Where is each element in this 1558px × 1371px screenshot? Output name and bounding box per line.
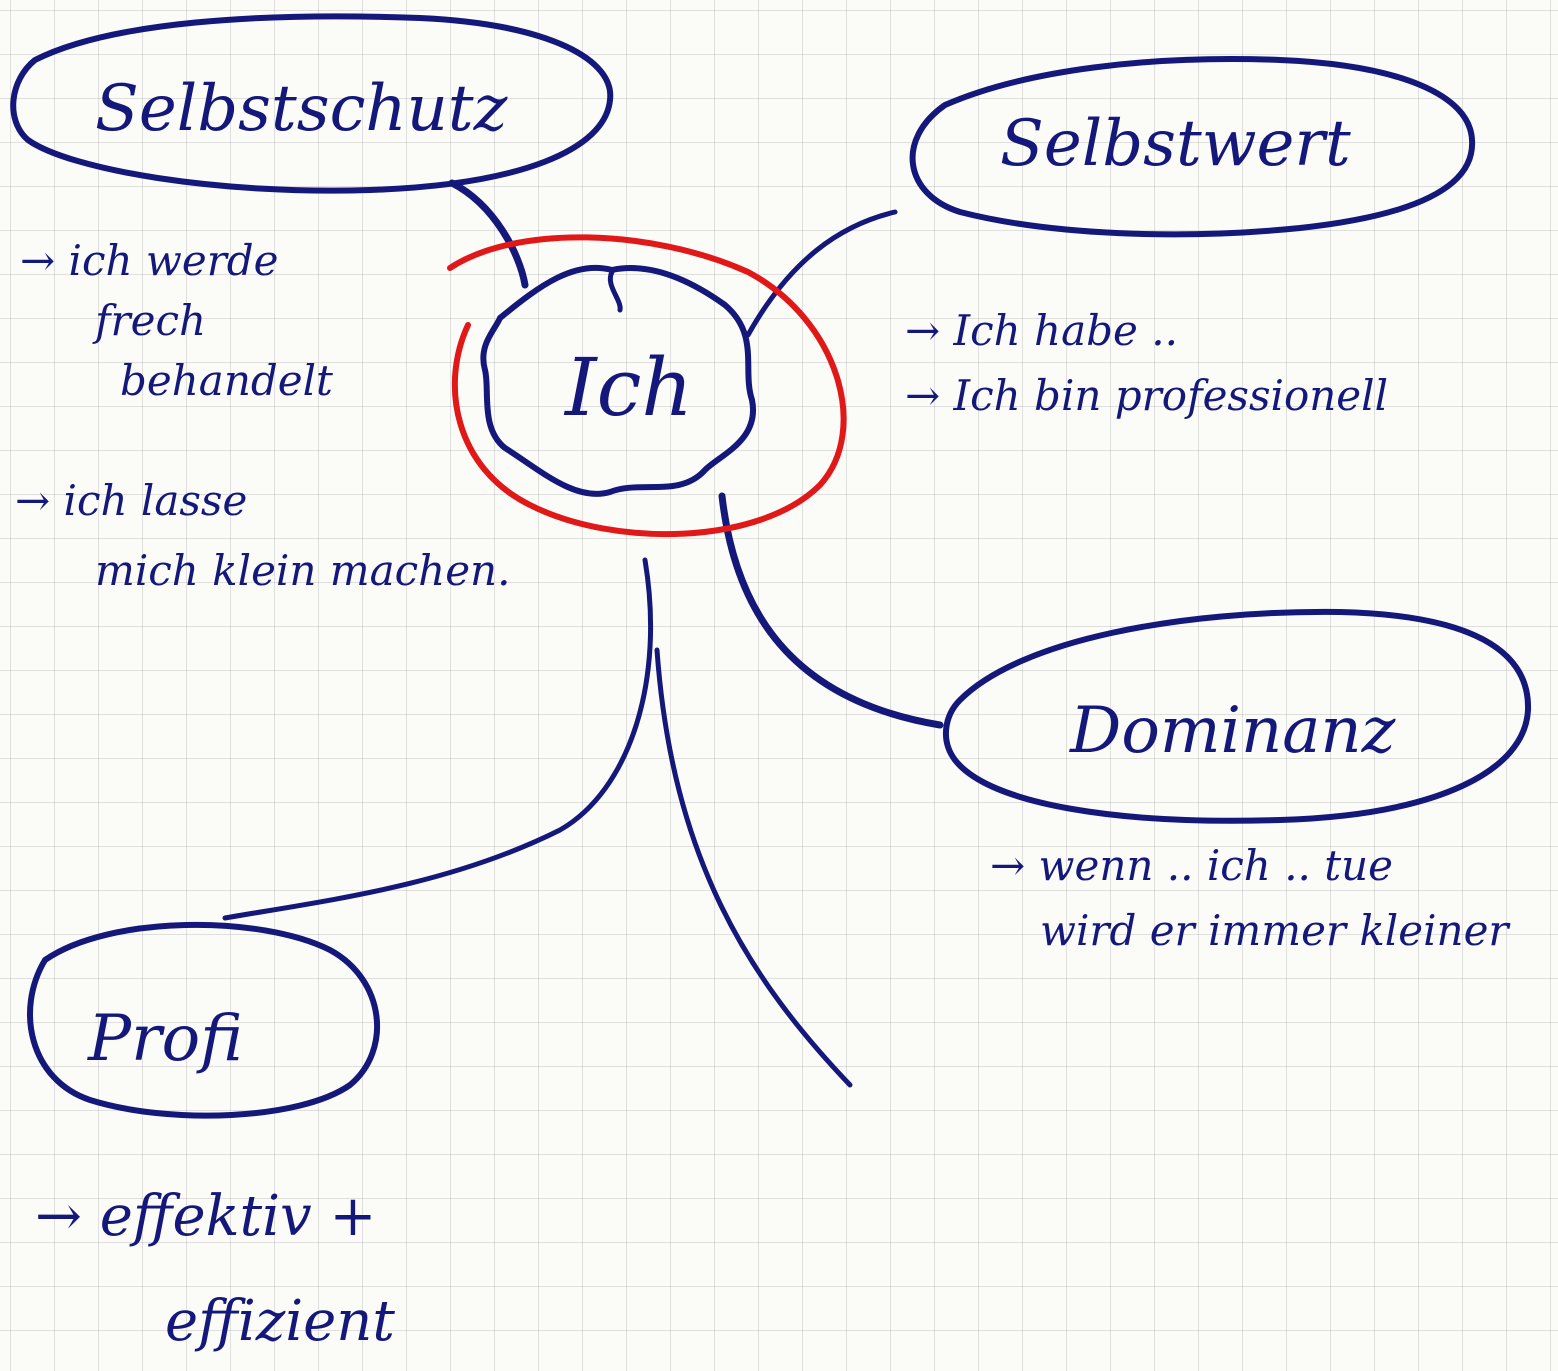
note-selbstschutz-3: behandelt	[120, 356, 333, 405]
center-blob	[480, 264, 757, 497]
connector-profi	[222, 557, 654, 921]
node-ellipse-selbstschutz	[10, 13, 614, 194]
connector-open-branch	[654, 647, 853, 1088]
center-label: Ich	[563, 341, 693, 434]
connector-dominanz	[718, 492, 944, 729]
note-selbstwert-2: → Ich bin professionell	[905, 371, 1388, 420]
node-ellipse-selbstwert	[909, 56, 1476, 238]
node-ellipse-dominanz	[942, 608, 1532, 824]
note-selbstschutz-2: frech	[92, 296, 206, 345]
note-selbstwert-1: → Ich habe ..	[905, 306, 1178, 355]
connector-selbstschutz	[448, 179, 529, 289]
center-blob-stroke	[607, 269, 623, 313]
red-highlight-circle	[447, 234, 847, 538]
note-selbstschutz-4: → ich lasse	[15, 476, 247, 525]
node-label-profi: Profi	[87, 1002, 243, 1076]
note-profi-2: effizient	[165, 1289, 395, 1354]
node-label-selbstschutz: Selbstschutz	[95, 72, 509, 146]
note-dominanz-2: wird er immer kleiner	[1040, 906, 1511, 955]
note-selbstschutz-5: mich klein machen.	[95, 546, 510, 595]
connector-selbstwert	[745, 209, 898, 338]
node-label-selbstwert: Selbstwert	[1000, 107, 1351, 181]
note-selbstschutz-1: → ich werde	[20, 236, 279, 285]
note-profi-1: → effektiv +	[35, 1184, 376, 1249]
note-dominanz-1: → wenn .. ich .. tue	[990, 841, 1393, 890]
node-ellipse-profi	[27, 921, 381, 1119]
node-label-dominanz: Dominanz	[1069, 694, 1397, 768]
